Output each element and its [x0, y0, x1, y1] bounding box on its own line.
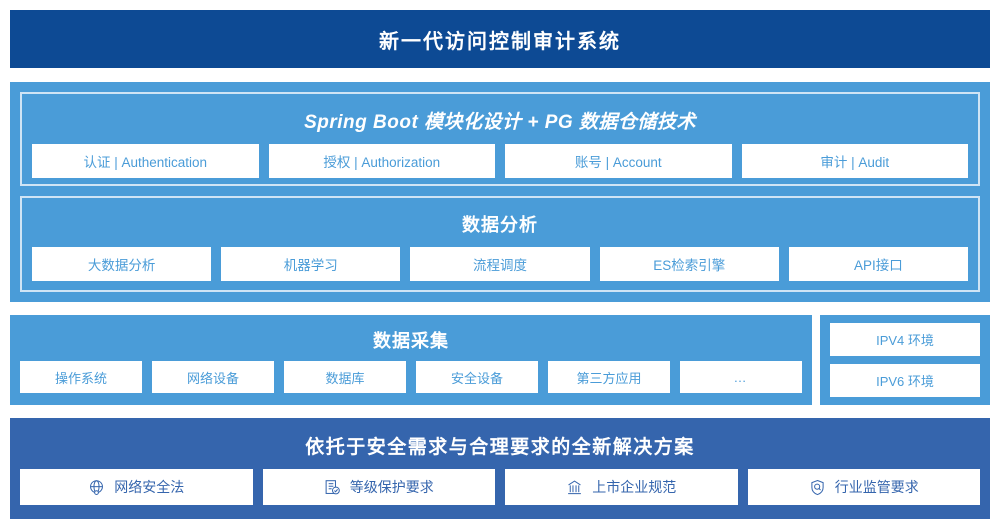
card-label: 网络设备 — [186, 370, 239, 386]
card-label: 安全设备 — [450, 370, 503, 386]
bank-icon — [566, 479, 583, 496]
analysis-card-bigdata[interactable]: 大数据分析 — [32, 247, 212, 281]
card-label: 上市企业规范 — [592, 479, 677, 495]
page-title: 新一代访问控制审计系统 — [379, 30, 621, 53]
card-label: 审计 | Audit — [820, 155, 890, 170]
collection-card-network-device[interactable]: 网络设备 — [152, 361, 274, 393]
platform-card-authorization[interactable]: 授权 | Authorization — [268, 144, 495, 178]
collection-section: 数据采集 操作系统 网络设备 数据库 安全设备 第三方应用 … — [10, 315, 990, 405]
environment-card-ipv6[interactable]: IPV6 环境 — [830, 364, 980, 397]
card-label: 行业监管要求 — [834, 479, 919, 495]
collection-card-security-device[interactable]: 安全设备 — [416, 361, 538, 393]
card-label: 大数据分析 — [87, 258, 156, 273]
collection-panel-title: 数据采集 — [373, 331, 449, 351]
environment-card-ipv4[interactable]: IPV4 环境 — [830, 323, 980, 356]
collection-card-operating-system[interactable]: 操作系统 — [20, 361, 142, 393]
card-label: IPV4 环境 — [876, 333, 934, 348]
analysis-card-process-scheduling[interactable]: 流程调度 — [410, 247, 590, 281]
compliance-card-listed-enterprise[interactable]: 上市企业规范 — [505, 469, 738, 505]
card-label: 账号 | Account — [574, 155, 662, 170]
card-label: ES检索引擎 — [653, 258, 726, 273]
card-label: 授权 | Authorization — [323, 155, 441, 170]
card-label: 机器学习 — [283, 258, 338, 273]
platform-card-account[interactable]: 账号 | Account — [505, 144, 732, 178]
platform-card-row: 认证 | Authentication 授权 | Authorization 账… — [32, 144, 968, 178]
compliance-card-industry-regulation[interactable]: 行业监管要求 — [747, 469, 980, 505]
compliance-card-row: 网络安全法 等级保护要求 — [20, 469, 980, 505]
collection-panel: 数据采集 操作系统 网络设备 数据库 安全设备 第三方应用 … — [10, 315, 812, 405]
compliance-card-classified-protection[interactable]: 等级保护要求 — [262, 469, 495, 505]
platform-panel: Spring Boot 模块化设计 + PG 数据仓储技术 认证 | Authe… — [20, 92, 980, 186]
card-label: IPV6 环境 — [876, 374, 934, 389]
collection-card-database[interactable]: 数据库 — [284, 361, 406, 393]
shield-search-icon — [809, 479, 826, 496]
card-label: 第三方应用 — [576, 370, 642, 386]
card-label: 操作系统 — [54, 370, 107, 386]
collection-card-more[interactable]: … — [680, 361, 802, 393]
analysis-card-row: 大数据分析 机器学习 流程调度 ES检索引擎 API接口 — [32, 247, 969, 281]
environment-panel: IPV4 环境 IPV6 环境 — [820, 315, 990, 405]
page-header: 新一代访问控制审计系统 — [10, 10, 990, 68]
document-check-icon — [324, 479, 341, 496]
platform-card-authentication[interactable]: 认证 | Authentication — [32, 144, 259, 178]
compliance-section-title: 依托于安全需求与合理要求的全新解决方案 — [305, 437, 695, 458]
analysis-panel: 数据分析 大数据分析 机器学习 流程调度 ES检索引擎 API接口 — [20, 196, 980, 292]
platform-panel-title: Spring Boot 模块化设计 + PG 数据仓储技术 — [304, 112, 696, 133]
card-label: … — [733, 369, 749, 385]
platform-section: Spring Boot 模块化设计 + PG 数据仓储技术 认证 | Authe… — [10, 82, 990, 302]
card-label: 等级保护要求 — [349, 479, 434, 495]
globe-icon — [88, 479, 105, 496]
card-label: 数据库 — [325, 370, 365, 386]
analysis-card-api[interactable]: API接口 — [788, 247, 969, 281]
collection-card-row: 操作系统 网络设备 数据库 安全设备 第三方应用 … — [20, 361, 802, 393]
analysis-card-machine-learning[interactable]: 机器学习 — [221, 247, 401, 281]
analysis-card-es-search-engine[interactable]: ES检索引擎 — [599, 247, 779, 281]
card-label: 流程调度 — [473, 258, 527, 273]
collection-card-third-party-app[interactable]: 第三方应用 — [548, 361, 670, 393]
card-label: API接口 — [854, 258, 903, 273]
compliance-section: 依托于安全需求与合理要求的全新解决方案 网络安全法 — [10, 418, 990, 519]
card-label: 认证 | Authentication — [83, 155, 208, 170]
platform-card-audit[interactable]: 审计 | Audit — [741, 144, 968, 178]
analysis-panel-title: 数据分析 — [462, 215, 538, 235]
compliance-card-cybersecurity-law[interactable]: 网络安全法 — [20, 469, 253, 505]
card-label: 网络安全法 — [114, 479, 185, 495]
